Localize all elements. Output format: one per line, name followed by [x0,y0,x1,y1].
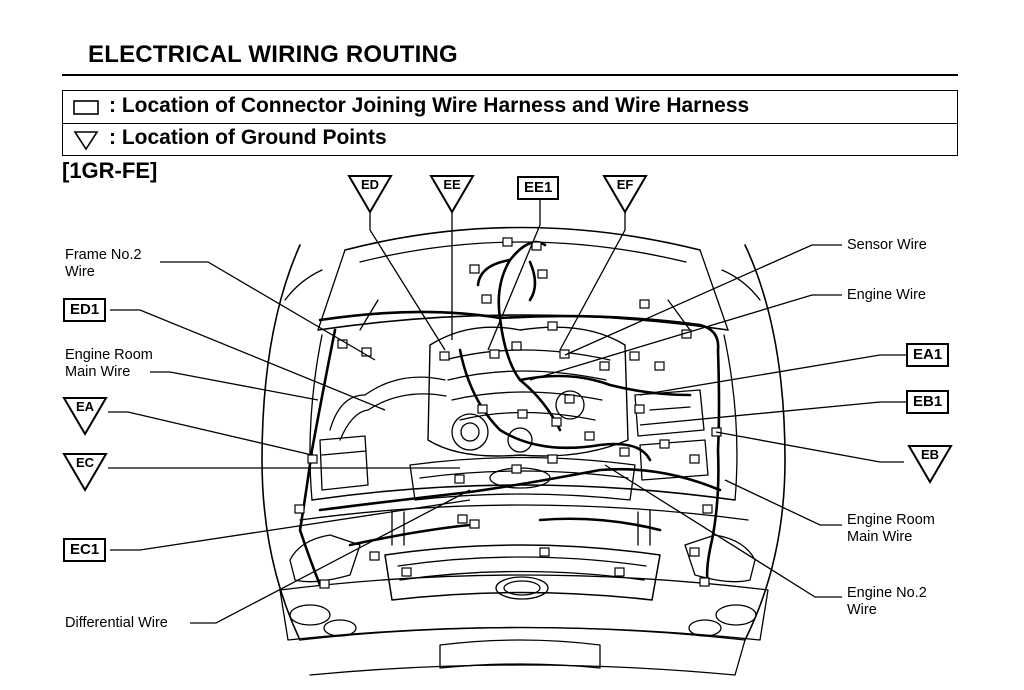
connector-ed1: ED1 [63,298,107,322]
label-line: Frame No.2 [65,247,142,263]
label-line: Engine No.2 [847,585,927,601]
ground-point-ea: EA [62,396,108,436]
label-frame-no2-wire: Frame No.2 Wire [65,247,142,281]
connector-box-icon [73,100,99,115]
connector-ea1: EA1 [906,343,950,367]
label-line: Wire [847,602,877,618]
legend-box: : Location of Connector Joining Wire Har… [62,90,958,156]
connector-ee1: EE1 [517,176,560,200]
engine-code: [1GR-FE] [62,158,158,183]
ground-point-label: EE [443,177,461,192]
ground-point-ee: EE [429,174,475,214]
ground-triangle-icon [347,175,393,214]
label-differential-wire: Differential Wire [65,615,168,631]
ground-point-label: EA [75,399,95,414]
ground-point-label: EF [616,177,634,192]
legend-connector-text: : Location of Connector Joining Wire Har… [109,94,750,117]
ground-point-label: ED [360,177,380,192]
ground-triangle-icon [62,397,108,436]
ground-point-ec: EC [62,452,108,492]
title-rule [62,74,958,76]
ground-triangle-icon [73,131,99,151]
ground-point-label: EC [75,455,95,470]
label-line: Main Wire [65,364,131,380]
label-engine-wire: Engine Wire [847,287,926,303]
label-line: Wire [65,264,95,280]
label-line: Engine Room [65,347,153,363]
label-sensor-wire: Sensor Wire [847,237,927,253]
legend-row-ground: : Location of Ground Points [63,123,957,155]
connector-eb1: EB1 [906,390,950,414]
ground-triangle-icon [602,175,648,214]
page-title: ELECTRICAL WIRING ROUTING [88,41,458,68]
label-engine-no2-wire: Engine No.2 Wire [847,585,927,619]
legend-ground-text: : Location of Ground Points [109,126,387,149]
legend-row-connector: : Location of Connector Joining Wire Har… [63,91,957,124]
ground-point-ed: ED [347,174,393,214]
label-engine-room-main-wire-right: Engine Room Main Wire [847,512,935,546]
label-line: Engine Room [847,512,935,528]
label-line: Main Wire [847,529,913,545]
ground-point-eb: EB [907,444,953,484]
label-engine-room-main-wire-left: Engine Room Main Wire [65,347,153,381]
connector-ec1: EC1 [63,538,107,562]
ground-triangle-icon [62,453,108,492]
ground-triangle-icon [907,445,953,484]
ground-point-ef: EF [602,174,648,214]
ground-triangle-icon [429,175,475,214]
ground-point-label: EB [920,447,940,462]
